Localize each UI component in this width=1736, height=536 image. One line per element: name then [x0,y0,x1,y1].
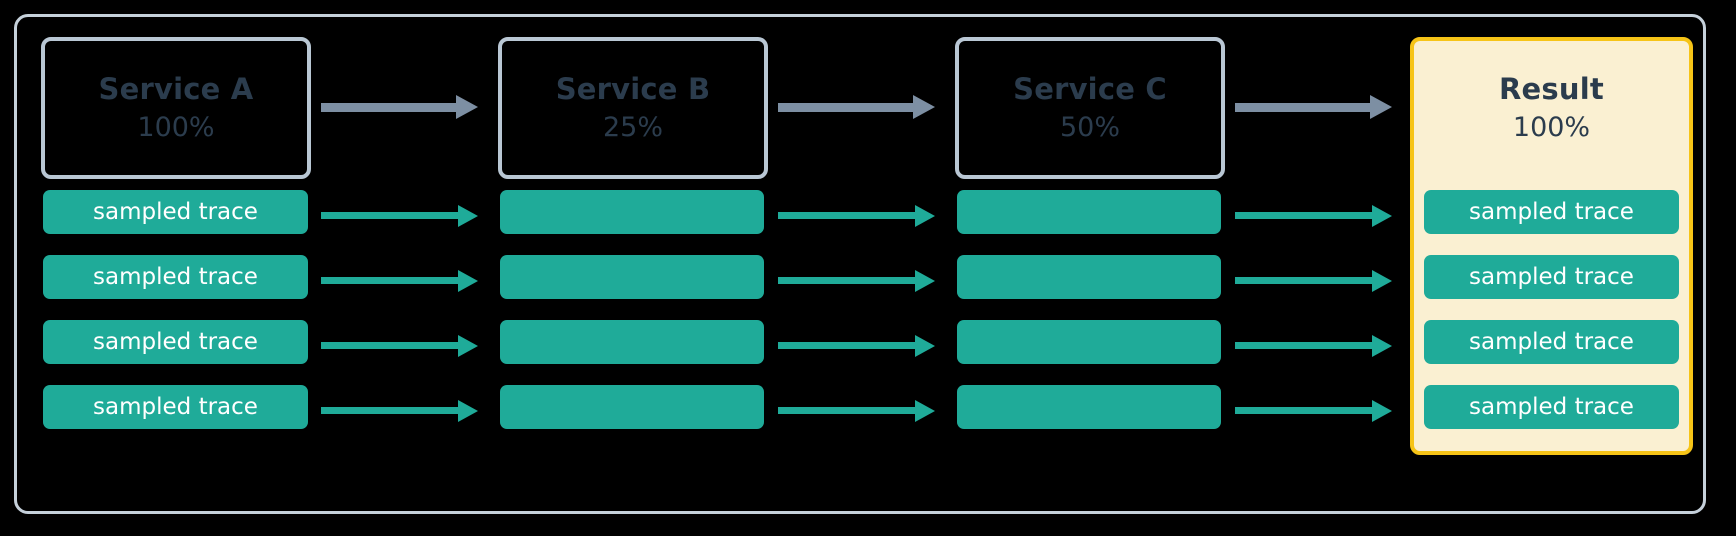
trace-bar[interactable]: sampled trace [1424,320,1679,364]
arrow-shaft [1235,212,1372,219]
arrow-head [1372,204,1392,227]
trace-bar[interactable]: sampled trace [43,190,308,234]
arrow-head [458,334,478,357]
trace-bar[interactable]: sampled trace [1424,190,1679,234]
arrow-shaft [321,277,458,284]
arrow-shaft [778,103,913,112]
service-box-service-c[interactable]: Service C 50% [955,37,1225,179]
arrow-shaft [1235,103,1370,112]
arrow-shaft [778,212,915,219]
arrow-shaft [321,407,458,414]
trace-bar[interactable] [957,385,1221,429]
service-b-percent: 25% [602,111,663,143]
trace-bar[interactable] [500,385,764,429]
trace-bar[interactable] [957,255,1221,299]
trace-bar[interactable]: sampled trace [1424,255,1679,299]
arrow-shaft [1235,342,1372,349]
arrow-shaft [778,407,915,414]
arrow-shaft [321,103,456,112]
service-box-service-a[interactable]: Service A 100% [41,37,311,179]
arrow-head [1372,334,1392,357]
arrow-head [1372,269,1392,292]
trace-bar[interactable]: sampled trace [43,320,308,364]
arrow-head [458,269,478,292]
trace-bar[interactable] [957,320,1221,364]
trace-label: sampled trace [93,199,258,225]
trace-bar[interactable] [500,320,764,364]
arrow-shaft [1235,277,1372,284]
arrow-shaft [321,342,458,349]
service-c-percent: 50% [1059,111,1120,143]
arrow-head [1372,399,1392,422]
trace-bar[interactable] [957,190,1221,234]
service-c-name: Service C [1013,72,1167,107]
arrow-head [915,399,935,422]
trace-label: sampled trace [1469,329,1634,355]
service-box-service-b[interactable]: Service B 25% [498,37,768,179]
trace-bar[interactable]: sampled trace [43,255,308,299]
arrow-shaft [321,212,458,219]
trace-label: sampled trace [1469,394,1634,420]
trace-label: sampled trace [1469,199,1634,225]
arrow-shaft [778,277,915,284]
trace-label: sampled trace [93,264,258,290]
diagram-frame: Service A 100% Service B 25% Service C 5… [14,14,1706,514]
trace-label: sampled trace [93,329,258,355]
arrow-head [456,95,478,119]
trace-bar[interactable] [500,255,764,299]
trace-label: sampled trace [93,394,258,420]
service-a-percent: 100% [137,111,215,143]
trace-bar[interactable]: sampled trace [1424,385,1679,429]
arrow-head [915,204,935,227]
arrow-shaft [1235,407,1372,414]
arrow-head [915,334,935,357]
trace-bar[interactable] [500,190,764,234]
arrow-head [1370,95,1392,119]
service-b-name: Service B [555,72,711,107]
trace-bar[interactable]: sampled trace [43,385,308,429]
trace-label: sampled trace [1469,264,1634,290]
arrow-head [458,399,478,422]
arrow-head [915,269,935,292]
arrow-head [913,95,935,119]
arrow-shaft [778,342,915,349]
arrow-head [458,204,478,227]
service-a-name: Service A [98,72,254,107]
